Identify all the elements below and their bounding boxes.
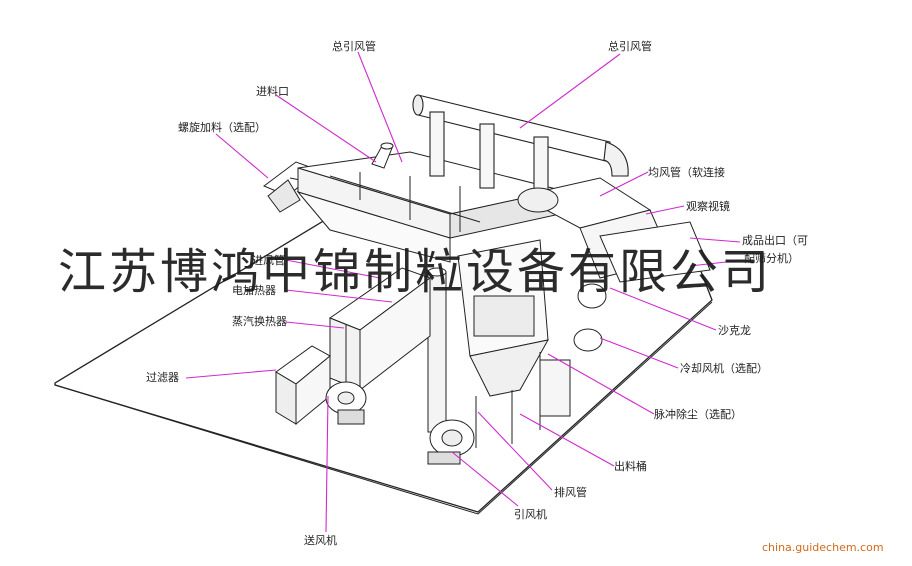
- label-blower: 送风机: [304, 534, 337, 547]
- label-sight-glass: 观察视镜: [686, 200, 730, 213]
- label-screw-feeder: 螺旋加料（选配）: [178, 121, 266, 134]
- label-discharge-bucket: 出料桶: [614, 460, 647, 473]
- label-cooling-fan: 冷却风机（选配）: [680, 362, 768, 375]
- company-watermark: 江苏博鸿中锦制粒设备有限公司: [58, 244, 773, 300]
- label-product-outlet-1: 成品出口（可: [742, 234, 808, 247]
- main-duct: [412, 94, 629, 200]
- cyclone-dust-collector: [457, 239, 571, 448]
- label-air-duct: 进风管: [252, 254, 285, 267]
- label-cyclone: 沙克龙: [718, 324, 751, 337]
- label-balance-duct: 均风管（软连接: [648, 166, 725, 179]
- label-steam-heater: 蒸汽换热器: [232, 315, 287, 328]
- heater-box: [328, 267, 432, 392]
- label-feed-inlet: 进料口: [256, 85, 289, 98]
- blower: [325, 381, 367, 425]
- label-exhaust-pipe: 排风管: [554, 486, 587, 499]
- label-main-duct-2: 总引风管: [608, 40, 652, 53]
- label-filter: 过滤器: [146, 371, 179, 384]
- label-induced-fan: 引风机: [514, 508, 547, 521]
- label-product-outlet-2: 配筛分机）: [744, 252, 799, 265]
- leader-lines: [185, 51, 745, 533]
- cooling-fan: [573, 283, 607, 352]
- label-main-duct-1: 总引风管: [332, 40, 376, 53]
- feed-inlet-pipe: [371, 142, 394, 169]
- balance-duct: [517, 177, 711, 283]
- filter-box: [275, 345, 331, 426]
- label-pulse-dust: 脉冲除尘（选配）: [654, 408, 742, 421]
- induced-fan: [427, 419, 475, 465]
- exhaust-pipe: [427, 267, 447, 433]
- site-watermark: china.guidechem.com: [762, 541, 884, 554]
- label-electric-heater: 电加热器: [232, 284, 276, 297]
